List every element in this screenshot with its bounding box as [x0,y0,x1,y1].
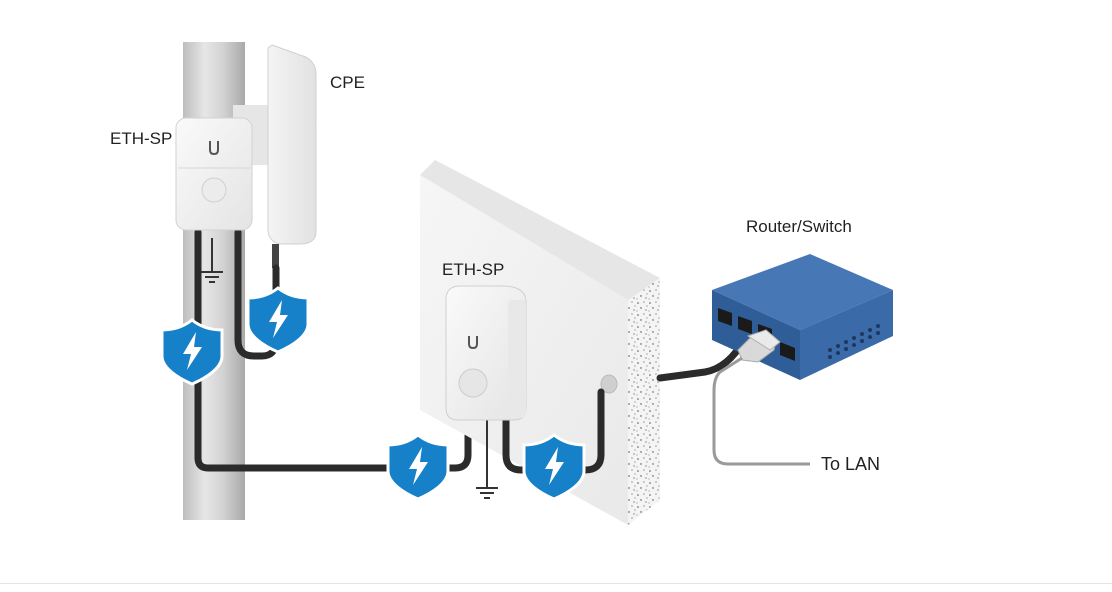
eth-sp-wall-device [445,285,527,421]
lightning-shield-icon [246,286,310,354]
label-eth-sp-wall: ETH-SP [442,260,505,279]
label-eth-sp-pole: ETH-SP [110,129,173,148]
label-router-switch: Router/Switch [746,217,852,236]
ground-symbol-icon [476,420,498,499]
ubiquiti-logo-icon [468,336,478,350]
bottom-divider [0,583,1112,584]
label-cpe: CPE [330,73,365,92]
router-switch [712,254,893,380]
cpe-antenna [233,44,317,268]
ubiquiti-logo-icon [209,141,219,156]
cable-pole-to-wall [194,228,472,472]
lan-cable [712,356,810,466]
ground-symbol-icon [201,238,223,283]
label-to-lan: To LAN [821,454,881,474]
lightning-shield-icon [386,433,450,501]
eth-sp-pole-device [175,117,253,231]
